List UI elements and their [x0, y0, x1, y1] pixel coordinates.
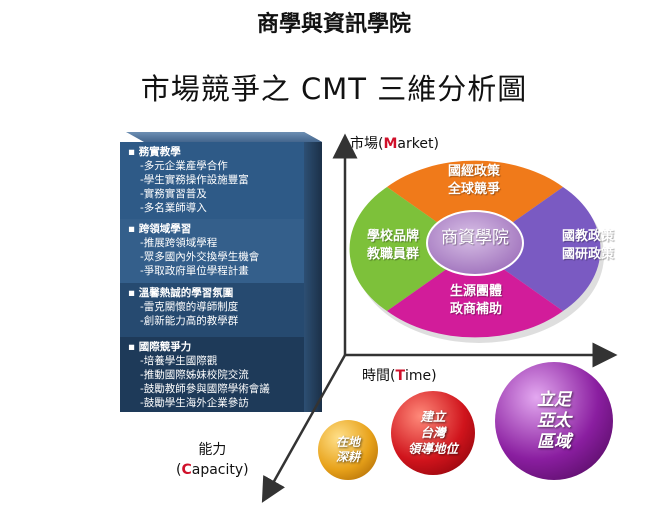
ring-center-label: 商資學院: [441, 228, 509, 248]
stack-block-4: ▪ 國際競爭力 -培養學生國際觀 -推動國際姊妹校院交流 -鼓勵教師參與國際學術…: [120, 337, 304, 412]
stack-item: -推動國際姊妹校院交流: [140, 369, 249, 381]
stack-block-3: ▪ 溫馨熱誠的學習氛圍 -雷克關懷的導師制度 -創新能力高的教學群: [120, 283, 304, 337]
ring-segment-left: [349, 187, 475, 311]
time-axis-label: 時間(Time): [362, 368, 437, 384]
market-axis-label: 市場(Market): [350, 136, 439, 152]
stack-side-face: [304, 132, 322, 412]
stack-block-2: ▪ 跨領域學習 -推展跨領域學程 -眾多國內外交換學生機會 -爭取政府單位學程計…: [120, 219, 304, 283]
stack-item: -培養學生國際觀: [140, 355, 218, 367]
sphere-asia-pacific: 立足亞太區域: [495, 362, 613, 480]
stack-item: -學生實務操作設施豐富: [140, 174, 249, 186]
stack-block-1-head: ▪ 務實教學: [128, 146, 181, 158]
sphere-local: 在地深耕: [318, 420, 378, 480]
stack-item: -實務實習普及: [140, 188, 207, 200]
stack-item: -鼓勵學生海外企業參訪: [140, 397, 249, 409]
stack-block-3-head: ▪ 溫馨熱誠的學習氛圍: [128, 287, 234, 299]
sphere-taiwan: 建立台灣領導地位: [391, 391, 475, 475]
ring-label-right: 國教政策國研政策: [561, 229, 614, 262]
capacity-axis: [261, 354, 347, 503]
diagram-title: 市場競爭之 CMT 三維分析圖: [140, 72, 528, 106]
page-title: 商學與資訊學院: [256, 12, 411, 37]
stack-item: -多名業師導入: [140, 202, 207, 214]
stack-item: -雷克關懷的導師制度: [140, 301, 239, 313]
ring: [349, 160, 604, 343]
capacity-axis-label: 能力 (Capacity): [176, 442, 249, 478]
stack-block-4-head: ▪ 國際競爭力: [128, 341, 192, 353]
stack-item: -多元企業產學合作: [140, 160, 228, 172]
ring-label-top: 國經政策全球競爭: [447, 164, 500, 197]
stack-item: -鼓勵教師參與國際學術會議: [140, 383, 270, 395]
stack-block-2-head: ▪ 跨領域學習: [128, 223, 192, 235]
stack-item: -推展跨領域學程: [140, 237, 218, 249]
ring-segment-bottom: [387, 249, 563, 338]
stack-item: -爭取政府單位學程計畫: [140, 265, 249, 277]
ring-label-bottom: 生源團體政商補助: [449, 284, 502, 317]
stack-block-1: ▪ 務實教學 -多元企業產學合作 -學生實務操作設施豐富 -實務實習普及 -多名…: [120, 142, 304, 219]
ring-label-left: 學校品牌教職員群: [366, 229, 419, 262]
ring-center: [426, 210, 524, 276]
stack-item: -眾多國內外交換學生機會: [140, 251, 260, 263]
capacity-stack: ▪ 務實教學 -多元企業產學合作 -學生實務操作設施豐富 -實務實習普及 -多名…: [120, 130, 320, 412]
ring-segment-top: [387, 160, 563, 249]
stack-top-face: [126, 132, 322, 142]
ring-segment-right: [475, 187, 601, 311]
stack-item: -創新能力高的教學群: [140, 315, 239, 327]
